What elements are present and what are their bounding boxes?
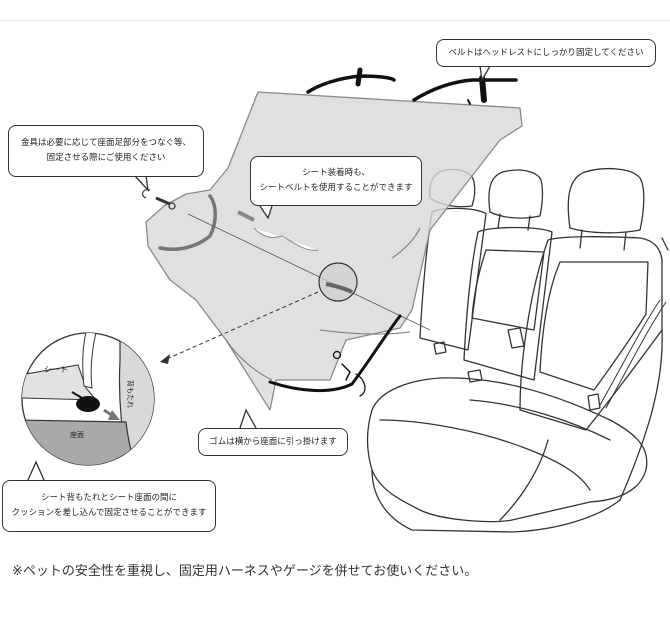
top-divider [0, 20, 670, 21]
callout-belt-headrest-text: ベルトはヘッドレストにしっかり固定してください [448, 47, 644, 58]
car-seat-illustration [366, 167, 669, 533]
safety-note: ※ペットの安全性を重視し、固定用ハーネスやゲージを併せてお使いください。 [12, 564, 478, 579]
headrest-straps [306, 67, 518, 105]
zoom-label-sheet: シート [44, 365, 68, 374]
zoom-target-circle [318, 262, 358, 302]
zoom-label-backrest: 背もたれ [126, 380, 135, 408]
callout-seatbelt-line2: シートベルトを使用することができます [259, 183, 413, 193]
callout-rubber: ゴムは横から座面に引っ掛けます [198, 428, 348, 456]
callout-seatbelt: シート装着時も、 シートベルトを使用することができます [250, 156, 422, 206]
zoom-detail: シート 座面 背もたれ [21, 332, 155, 466]
callout-cushion-line2: クッションを差し込んで固定させることができます [11, 508, 207, 518]
seat-cover-sheet [145, 91, 523, 411]
callout-cushion: シート背もたれとシート座面の間に クッションを差し込んで固定させることができます [2, 480, 216, 532]
callout-belt-headrest: ベルトはヘッドレストにしっかり固定してください [436, 39, 656, 67]
rubber-straps [268, 314, 402, 397]
callout-hardware: 金具は必要に応じて座面足部分をつなぐ等、 固定させる際にご使用ください [8, 125, 204, 177]
callout-pointers [27, 65, 491, 481]
callout-hardware-line1: 金具は必要に応じて座面足部分をつなぐ等、 [20, 138, 191, 148]
callout-cushion-line1: シート背もたれとシート座面の間に [40, 493, 177, 503]
callout-seatbelt-line1: シート装着時も、 [302, 168, 370, 178]
zoom-arrowhead [160, 354, 170, 364]
callout-rubber-text: ゴムは横から座面に引っ掛けます [209, 436, 337, 447]
callout-hardware-line2: 固定させる際にご使用ください [46, 153, 166, 163]
zoom-label-seat: 座面 [70, 430, 84, 439]
zoom-dashed-line [159, 291, 319, 363]
